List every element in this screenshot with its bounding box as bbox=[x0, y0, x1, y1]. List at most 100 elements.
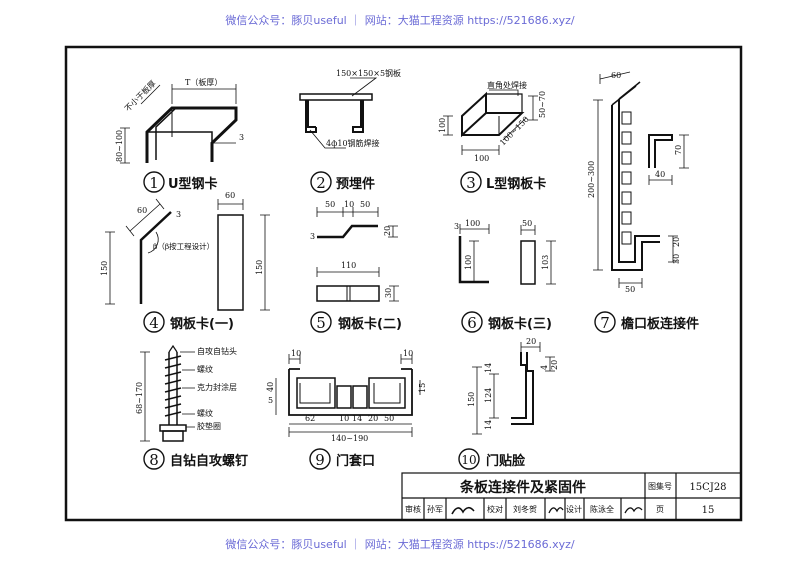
fig4-dim-h: 150 bbox=[100, 261, 109, 276]
fig2-dim-bar: 4ф10钢筋焊接 bbox=[326, 138, 380, 148]
fig9-dim-c: 40 bbox=[266, 382, 275, 392]
fig2-title: 预埋件 bbox=[336, 176, 375, 192]
fig7-title: 檐口板连接件 bbox=[621, 316, 699, 332]
fig5-title: 钢板卡(二) bbox=[338, 316, 402, 332]
fig1-dim-h: 80~100 bbox=[115, 130, 124, 162]
fig7-number: 7 bbox=[600, 314, 610, 332]
title-block-grid bbox=[401, 472, 742, 521]
sheet-frame bbox=[64, 45, 743, 522]
fig6-title: 钢板卡(三) bbox=[488, 316, 552, 332]
fig6-dim-w: 50 bbox=[522, 219, 532, 228]
fig6-dim-h: 100 bbox=[464, 255, 473, 270]
watermark-top: 微信公众号：豚贝useful ｜ 网站：大猫工程资源 https://52168… bbox=[225, 14, 575, 27]
fig1-dim-t: T（板厚） bbox=[185, 77, 222, 87]
fig5-dim-c: 50 bbox=[360, 200, 370, 209]
fig9-dim-e: 15 bbox=[418, 383, 427, 393]
fig1-title: U型钢卡 bbox=[168, 176, 218, 192]
fig9-dim-d: 5 bbox=[268, 396, 273, 405]
fig8-part-washer: 胶垫圈 bbox=[197, 421, 221, 431]
fig9-dim-a: 10 bbox=[291, 349, 301, 358]
figure-label-texts: 1 U型钢卡 2 预埋件 3 L型钢板卡 4 钢板卡(一) 5 钢板卡(二) 6… bbox=[149, 174, 699, 469]
fig5-dim-t: 3 bbox=[310, 232, 315, 241]
figure-labels bbox=[143, 171, 616, 470]
figure-2-drawing bbox=[299, 77, 378, 149]
watermark-bottom: 微信公众号：豚贝useful ｜ 网站：大猫工程资源 https://52168… bbox=[225, 538, 575, 551]
fig10-number: 10 bbox=[461, 453, 476, 467]
figure-9-drawing bbox=[275, 354, 421, 437]
fig9-dim-h: 14 bbox=[352, 414, 362, 423]
fig3-dim-weld: 直角处焊接 bbox=[487, 80, 527, 90]
fig3-dim-w3: 100 bbox=[474, 154, 489, 163]
fig4-dim-h2: 150 bbox=[255, 260, 264, 275]
fig10-dim-f: 14 bbox=[484, 420, 493, 430]
fig7-dim-b: 70 bbox=[674, 145, 683, 155]
fig5-dim-w: 110 bbox=[341, 261, 356, 270]
fig4-dim-b: β（β按工程设计） bbox=[153, 241, 214, 251]
page-label: 页 bbox=[656, 505, 664, 514]
fig7-dim-w: 50 bbox=[625, 285, 635, 294]
fig8-dim-h: 68~170 bbox=[135, 382, 144, 414]
fig7-dim-e: 20 bbox=[672, 237, 681, 247]
fig7-dim-h: 200~300 bbox=[587, 161, 596, 198]
fig5-dim-h: 30 bbox=[384, 288, 393, 298]
fig5-dim-a: 50 bbox=[325, 200, 335, 209]
fig10-dim-h: 150 bbox=[467, 392, 476, 407]
fig8-part-coating: 克力封涂层 bbox=[197, 382, 237, 392]
fig9-dim-i: 20 bbox=[368, 414, 378, 423]
fig10-dim-c: 20 bbox=[550, 360, 559, 370]
fig8-part-head: 自攻自钻头 bbox=[197, 346, 237, 356]
fig10-dim-d: 14 bbox=[484, 363, 493, 373]
checker-name: 刘冬贺 bbox=[513, 504, 537, 514]
page-number: 15 bbox=[702, 505, 715, 516]
dimension-texts: T（板厚） 不小于板厚 80~100 3 150×150×5钢板 4ф10钢筋焊… bbox=[100, 68, 683, 443]
fig3-dim-h: 50~70 bbox=[538, 91, 547, 118]
figure-8-drawing bbox=[140, 344, 195, 442]
figure-7-drawing bbox=[593, 71, 689, 288]
fig10-dim-a: 20 bbox=[526, 337, 536, 346]
designer-signature bbox=[624, 507, 643, 514]
fig10-dim-e: 124 bbox=[484, 388, 493, 403]
fig2-dim-plate: 150×150×5钢板 bbox=[336, 68, 401, 78]
fig3-title: L型钢板卡 bbox=[486, 176, 546, 192]
figure-4-drawing bbox=[105, 198, 270, 311]
fig10-dim-b: 4 bbox=[540, 365, 549, 370]
figure-6-drawing bbox=[458, 224, 556, 285]
atlas-number: 15CJ28 bbox=[689, 482, 726, 493]
figure-10-drawing bbox=[472, 342, 555, 435]
fig9-dim-w: 140~190 bbox=[331, 434, 368, 443]
fig5-dim-d: 20 bbox=[383, 226, 392, 236]
reviewer-name: 孙军 bbox=[427, 504, 443, 514]
fig6-number: 6 bbox=[467, 314, 477, 332]
sheet-title: 条板连接件及紧固件 bbox=[459, 479, 586, 496]
atlas-label: 图集号 bbox=[648, 481, 672, 491]
fig9-dim-b: 10 bbox=[403, 349, 413, 358]
fig3-number: 3 bbox=[466, 174, 476, 192]
fig8-part-thread1: 螺纹 bbox=[197, 364, 213, 374]
figure-5-drawing bbox=[316, 207, 399, 302]
check-label: 校对 bbox=[487, 504, 503, 514]
fig4-dim-a: 60 bbox=[137, 206, 147, 215]
fig4-dim-t: 3 bbox=[176, 210, 181, 219]
designer-name: 陈泳全 bbox=[590, 504, 614, 514]
fig5-number: 5 bbox=[316, 314, 326, 332]
fig8-number: 8 bbox=[149, 451, 159, 469]
fig7-dim-d: 30 bbox=[672, 254, 681, 264]
title-block: 条板连接件及紧固件 图集号 15CJ28 审核 孙军 校对 刘冬贺 设计 陈泳全… bbox=[405, 479, 727, 516]
fig6-dim-h2: 103 bbox=[541, 255, 550, 270]
fig9-title: 门套口 bbox=[336, 453, 375, 469]
fig1-dim-th: 3 bbox=[239, 133, 244, 142]
fig4-title: 钢板卡(一) bbox=[170, 316, 234, 332]
fig1-dim-min: 不小于板厚 bbox=[122, 78, 157, 113]
reviewer-signature bbox=[451, 506, 475, 515]
fig4-number: 4 bbox=[149, 314, 159, 332]
fig7-dim-c: 40 bbox=[655, 170, 665, 179]
fig9-dim-g: 10 bbox=[339, 414, 349, 423]
figure-1-drawing bbox=[120, 84, 238, 164]
fig6-dim-b: 100 bbox=[465, 219, 480, 228]
fig2-number: 2 bbox=[316, 174, 326, 192]
fig9-dim-f: 62 bbox=[305, 414, 315, 423]
fig7-dim-a: 60 bbox=[611, 71, 621, 80]
review-label: 审核 bbox=[405, 504, 421, 514]
design-label: 设计 bbox=[566, 504, 582, 514]
